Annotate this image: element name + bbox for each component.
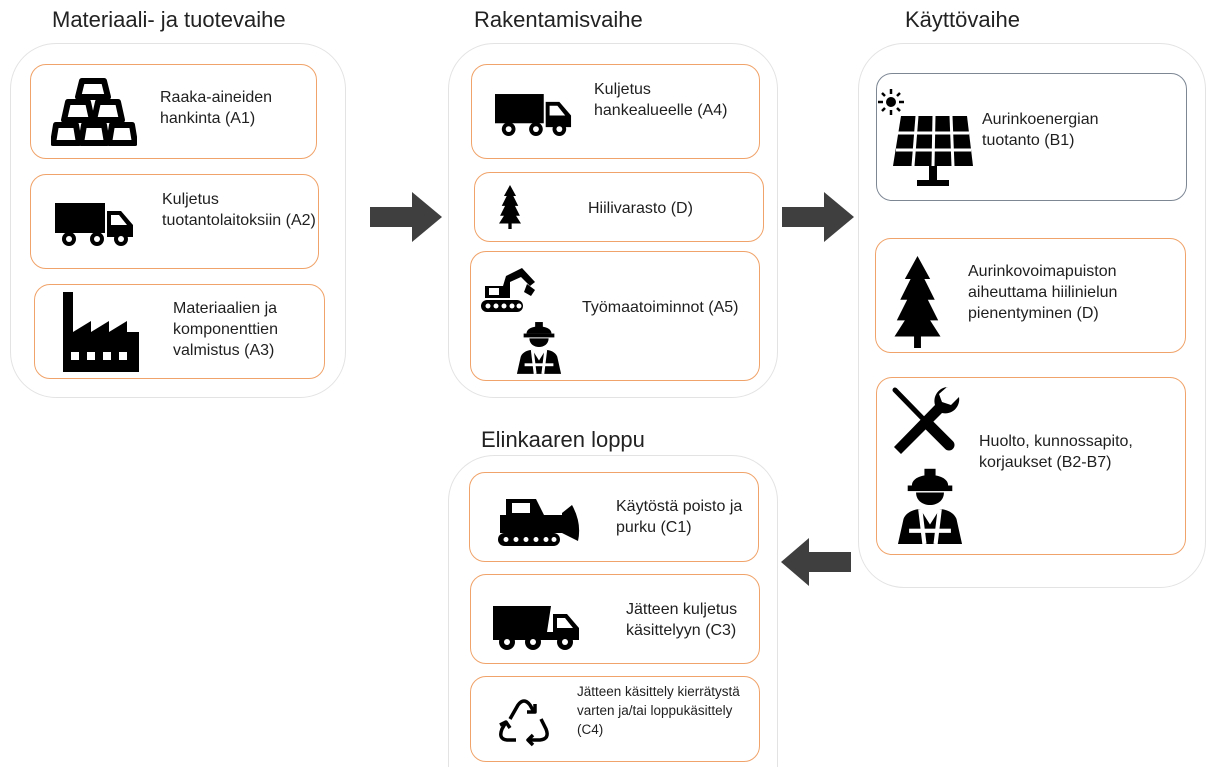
- card-label: Aurinkovoimapuiston aiheuttama hiiliniel…: [968, 263, 1118, 322]
- card-label: Kuljetus hankealueelle (A4): [594, 81, 728, 119]
- card-carbon-storage: Hiilivarasto (D): [474, 172, 764, 242]
- card-raw-materials: Raaka-aineiden hankinta (A1): [30, 64, 317, 159]
- worker-icon: [515, 320, 563, 374]
- factory-icon: [63, 292, 139, 372]
- dump-truck-icon: [493, 596, 581, 652]
- gold-bars-icon: [51, 75, 137, 147]
- bulldozer-icon: [496, 493, 582, 547]
- arrow-right-icon: [782, 192, 854, 242]
- card-label: Jätteen käsittely kierrätystä varten ja/…: [577, 684, 740, 737]
- tree-icon: [889, 256, 946, 348]
- card-label: Käytöstä poisto ja purku (C1): [616, 498, 743, 536]
- phase-title-construction: Rakentamisvaihe: [474, 7, 643, 32]
- card-label: Raaka-aineiden hankinta (A1): [160, 89, 273, 127]
- card-solar-production: Aurinkoenergian tuotanto (B1): [876, 73, 1187, 201]
- phase-title-materials: Materiaali- ja tuotevaihe: [52, 7, 286, 32]
- card-carbon-sink-reduction: Aurinkovoimapuiston aiheuttama hiiliniel…: [875, 238, 1186, 353]
- truck-icon: [495, 92, 573, 137]
- truck-icon: [55, 201, 135, 247]
- card-label: Huolto, kunnossapito, korjaukset (B2-B7): [979, 433, 1133, 471]
- arrow-right-icon: [370, 192, 442, 242]
- tools-icon: [889, 385, 961, 459]
- card-label: Työmaatoiminnot (A5): [582, 299, 739, 316]
- card-label: Hiilivarasto (D): [588, 200, 693, 217]
- card-transport-site: Kuljetus hankealueelle (A4): [471, 64, 760, 159]
- card-label: Materiaalien ja komponenttien valmistus …: [173, 300, 278, 359]
- card-label: Jätteen kuljetus käsittelyyn (C3): [626, 601, 738, 639]
- phase-title-use: Käyttövaihe: [905, 7, 1020, 32]
- tree-icon: [499, 185, 521, 229]
- card-manufacturing: Materiaalien ja komponenttien valmistus …: [34, 284, 325, 379]
- card-label: Kuljetus tuotantolaitoksiin (A2): [162, 191, 316, 229]
- excavator-icon: [479, 264, 537, 314]
- card-waste-transport: Jätteen kuljetus käsittelyyn (C3): [470, 574, 760, 664]
- card-decommissioning: Käytöstä poisto ja purku (C1): [469, 472, 759, 562]
- recycle-icon: [496, 694, 552, 748]
- phase-title-end-of-life: Elinkaaren loppu: [481, 427, 645, 452]
- arrow-left-icon: [781, 538, 851, 586]
- card-label: Aurinkoenergian tuotanto (B1): [982, 111, 1099, 149]
- card-waste-treatment: Jätteen käsittely kierrätystä varten ja/…: [470, 676, 760, 762]
- worker-icon: [895, 466, 965, 544]
- card-site-operations: Työmaatoiminnot (A5): [470, 251, 760, 381]
- card-transport-factory: Kuljetus tuotantolaitoksiin (A2): [30, 174, 319, 269]
- card-maintenance: Huolto, kunnossapito, korjaukset (B2-B7): [876, 377, 1186, 555]
- solar-panel-icon: [877, 86, 977, 190]
